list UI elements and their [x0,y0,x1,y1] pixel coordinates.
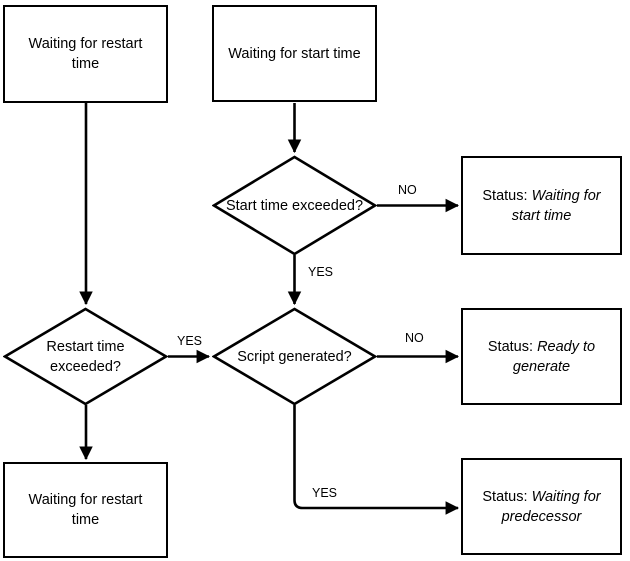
edge-label-script-generated-yes: YES [312,486,338,500]
status-value: Ready to generate [512,338,596,375]
edge-label-start-exceeded-yes: YES [308,265,334,279]
node-label: Status: Waiting for start time [463,186,620,226]
edge-label-script-generated-no: NO [405,331,424,345]
node-label: Start time exceeded? [225,197,364,214]
node-label: Status: Ready to generate [463,337,620,377]
node-waiting-for-start-time[interactable]: Waiting for start time [212,5,377,102]
status-prefix: Status: [482,488,532,505]
node-restart-time-exceeded-decision[interactable]: Restart time exceeded? [3,307,168,406]
node-label: Status: Waiting for predecessor [463,487,620,527]
node-label: Restart time exceeded? [46,338,125,375]
node-label: Waiting for start time [228,45,361,62]
node-start-time-exceeded-decision[interactable]: Start time exceeded? [212,155,377,256]
node-label: Script generated? [237,348,352,365]
edge-label-start-exceeded-no: NO [398,183,417,197]
node-status-waiting-for-start-time[interactable]: Status: Waiting for start time [461,156,622,255]
status-value: Waiting for start time [511,187,601,224]
status-prefix: Status: [482,187,532,204]
node-waiting-for-restart-time-bottom[interactable]: Waiting for restart time [3,462,168,558]
node-label: Waiting for restart time [28,492,143,528]
status-prefix: Status: [487,338,538,355]
node-label: Waiting for restart time [28,36,143,72]
diamond-shape [3,307,168,406]
diamond-shape [212,307,377,406]
node-status-ready-to-generate[interactable]: Status: Ready to generate [461,308,622,405]
edge-label-restart-exceeded-yes: YES [177,334,203,348]
diamond-shape [212,155,377,256]
node-status-waiting-for-predecessor[interactable]: Status: Waiting for predecessor [461,458,622,555]
node-waiting-for-restart-time-top[interactable]: Waiting for restart time [3,5,168,103]
status-value: Waiting for predecessor [501,488,601,525]
node-script-generated-decision[interactable]: Script generated? [212,307,377,406]
